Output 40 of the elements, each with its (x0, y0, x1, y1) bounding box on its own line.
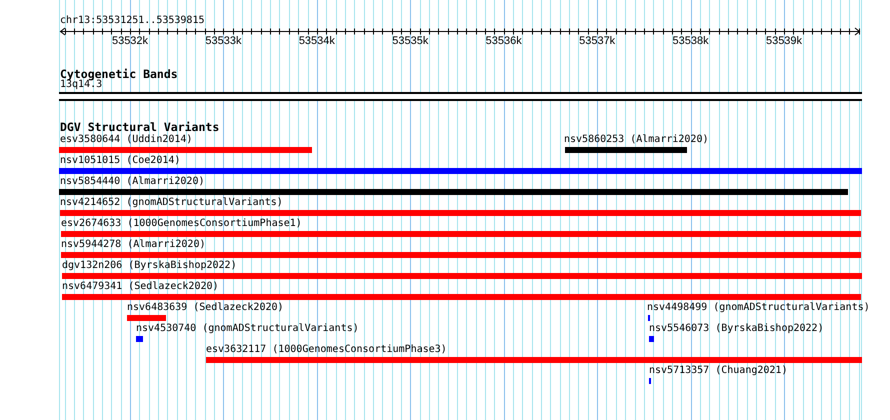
variant-label: esv3580644 (Uddin2014) (60, 134, 192, 146)
track-heading: DGV Structural Variants (60, 121, 220, 134)
variant-label: nsv4214652 (gnomADStructuralVariants) (60, 197, 283, 209)
tick-label: 53534k (298, 35, 335, 47)
variant-bar (649, 336, 654, 342)
variant-label: nsv4498499 (gnomADStructuralVariants) (647, 302, 870, 314)
variant-bar (565, 147, 687, 153)
variant-bar (61, 252, 861, 258)
variant-label: nsv6479341 (Sedlazeck2020) (62, 281, 219, 293)
variant-bar (59, 168, 862, 174)
track-heading: Cytogenetic Bands (60, 68, 178, 81)
variant-bar (206, 357, 862, 363)
tick-label: 53536k (486, 35, 522, 47)
variant-label: esv3632117 (1000GenomesConsortiumPhase3) (206, 344, 447, 356)
variant-label: nsv1051015 (Coe2014) (60, 155, 180, 167)
variant-bar (59, 189, 848, 195)
variant-label: esv2674633 (1000GenomesConsortiumPhase1) (61, 218, 302, 230)
variant-label: nsv5854440 (Almarri2020) (60, 176, 204, 188)
variant-label: nsv4530740 (gnomADStructuralVariants) (136, 323, 359, 335)
variant-bar (61, 231, 861, 237)
locus-label: chr13:53531251..53539815 (60, 15, 204, 27)
variant-label: nsv5546073 (ByrskaBishop2022) (649, 323, 824, 335)
tick-label: 53537k (579, 35, 616, 47)
tick-label: 53538k (672, 35, 709, 47)
variant-label: nsv5713357 (Chuang2021) (649, 365, 788, 377)
tick-label: 53533k (205, 35, 242, 47)
variant-bar (59, 147, 312, 153)
tick-label: 53532k (112, 35, 148, 47)
variant-label: dgv132n206 (ByrskaBishop2022) (62, 260, 237, 272)
variant-label: nsv5860253 (Almarri2020) (564, 134, 708, 146)
variant-bar (62, 273, 862, 279)
variant-bar (62, 294, 861, 300)
variant-label: nsv5944278 (Almarri2020) (61, 239, 206, 251)
tick-label: 53539k (766, 35, 802, 47)
variant-bar (136, 336, 143, 342)
tick-label: 53535k (392, 35, 428, 47)
band-label: 13q14.3 (60, 79, 102, 91)
variant-label: nsv6483639 (Sedlazeck2020) (127, 302, 284, 314)
variant-bar (60, 210, 861, 216)
variant-bar (127, 315, 166, 321)
